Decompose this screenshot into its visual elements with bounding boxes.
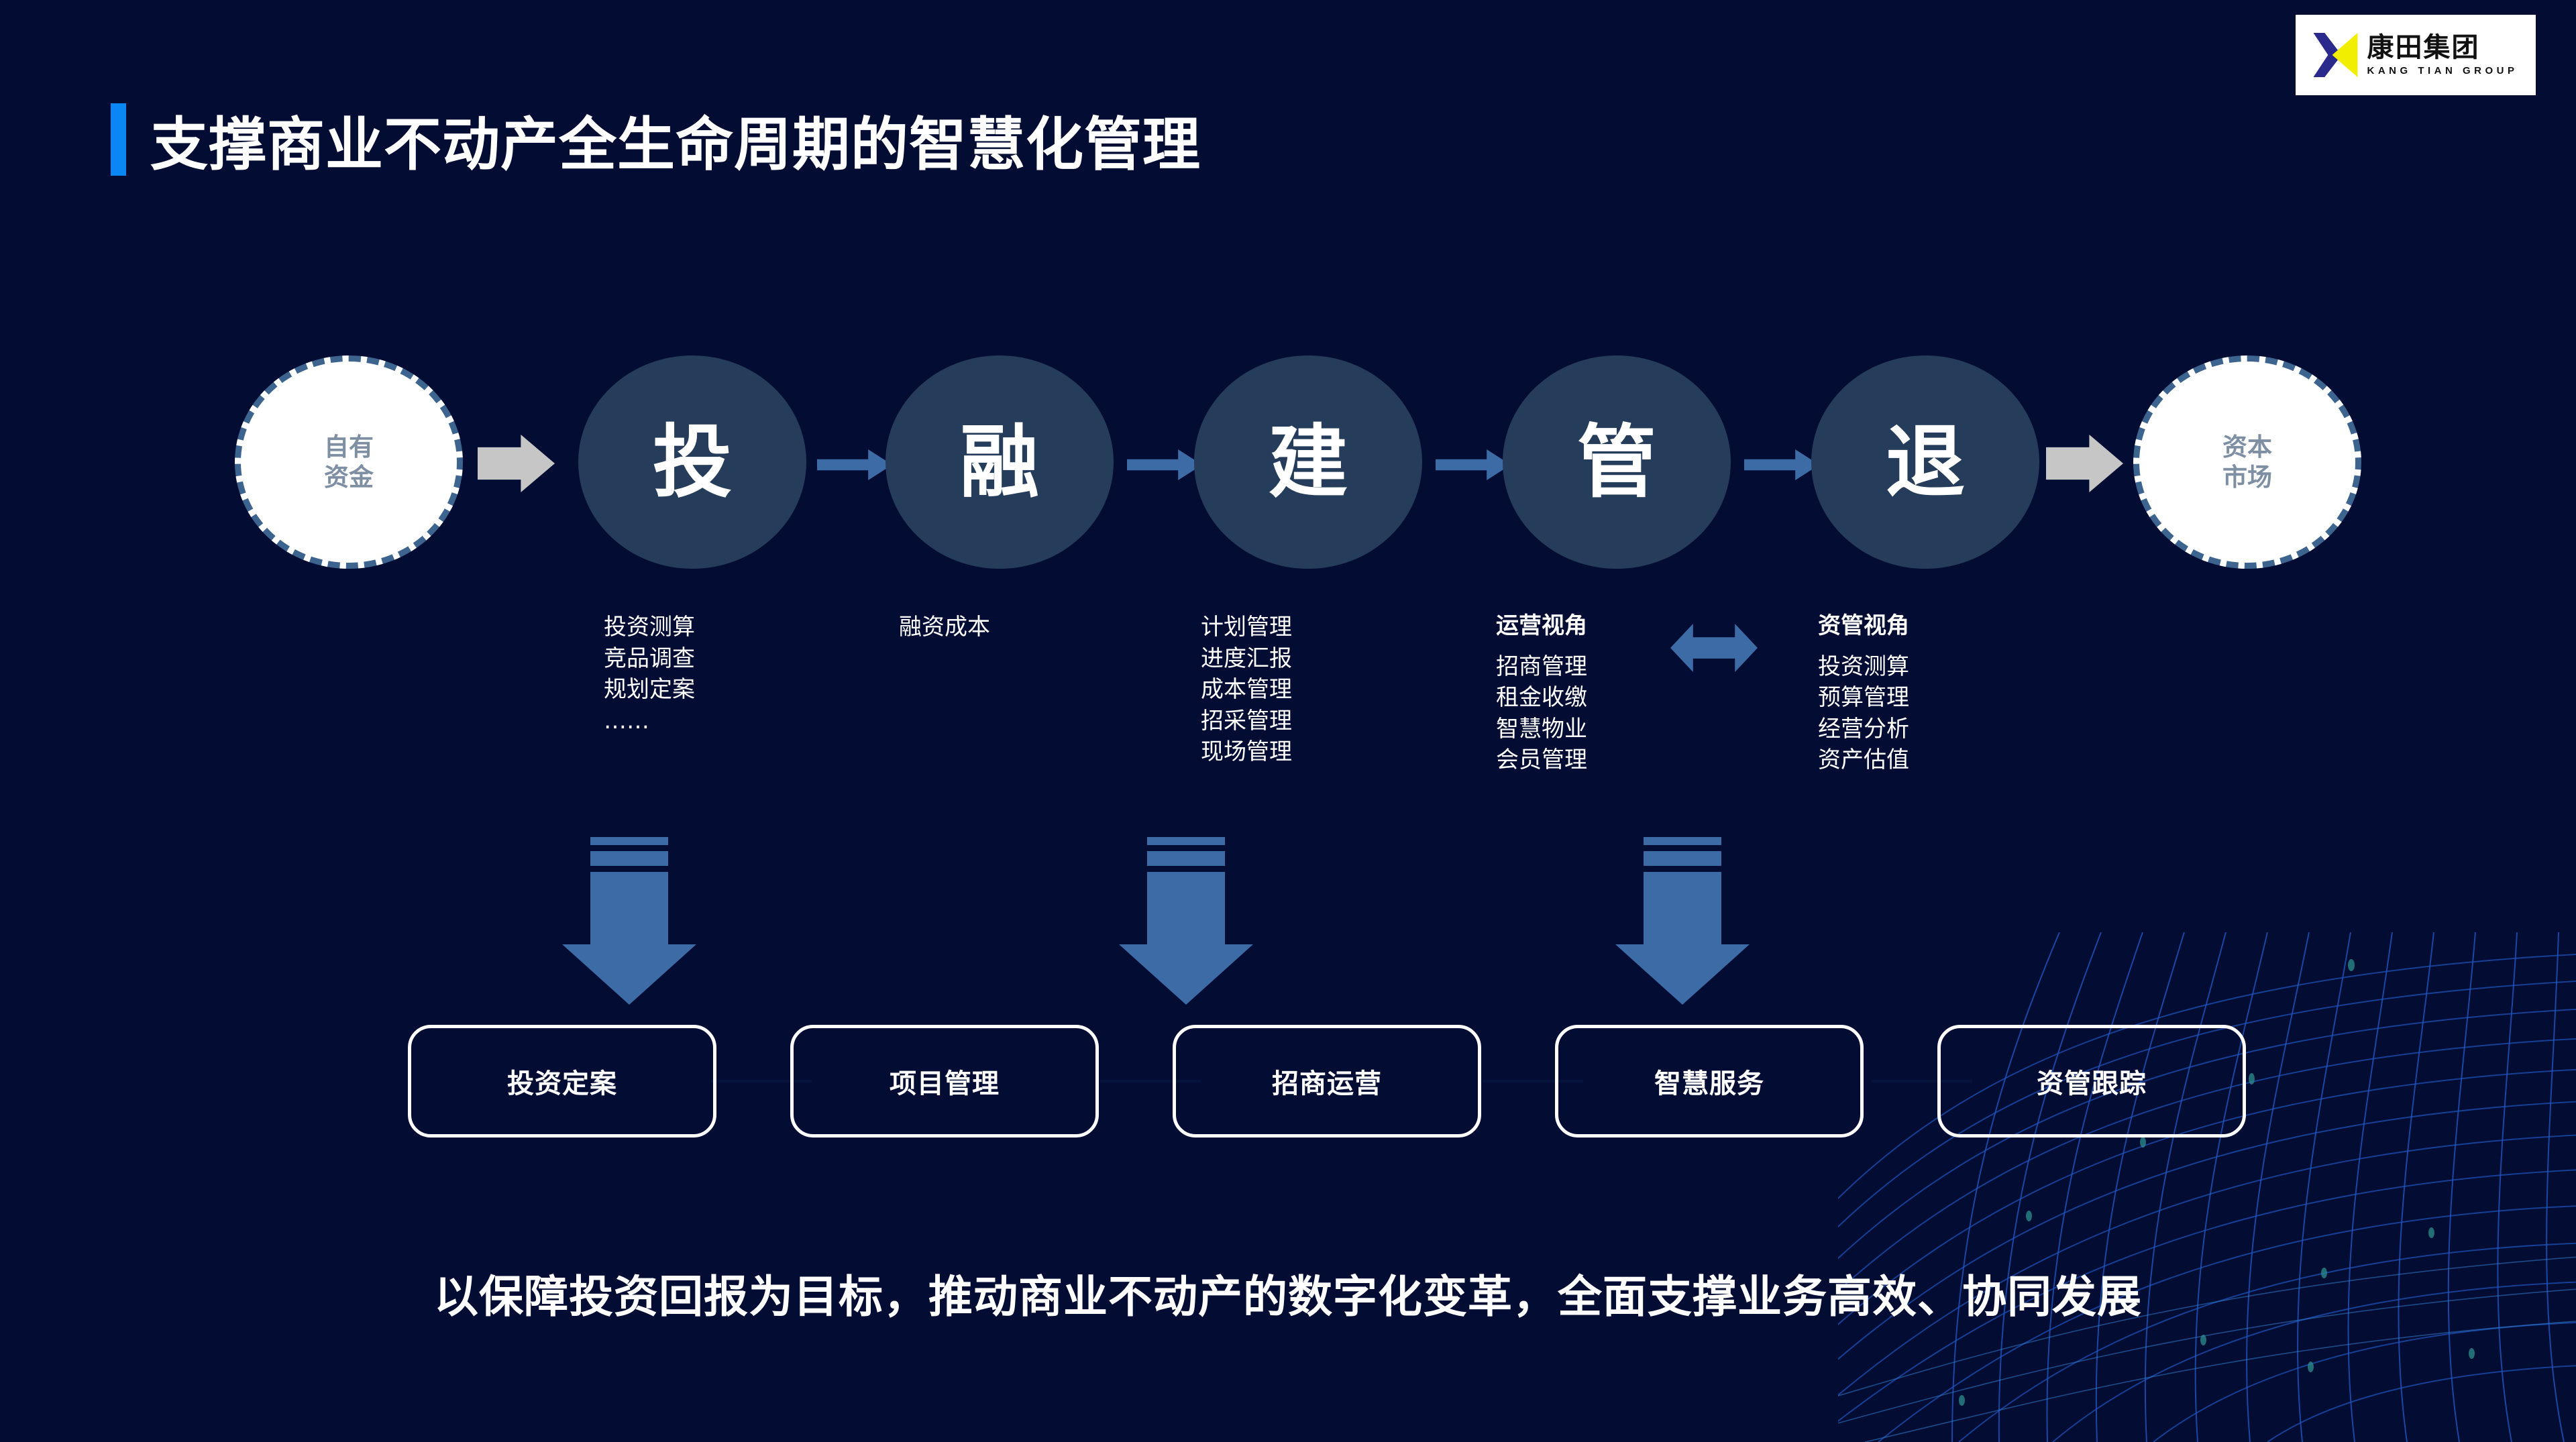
capability-box-asset-tracking[interactable]: 资管跟踪	[1937, 1025, 2246, 1138]
company-logo: 康田集团 KANG TIAN GROUP	[2296, 15, 2536, 95]
detail-item: 现场管理	[1201, 738, 1292, 766]
flow-node-capital-market[interactable]: 资本 市场	[2133, 355, 2361, 569]
capability-box-label: 智慧服务	[1654, 1068, 1764, 1099]
blue-arrow-icon-3	[1436, 449, 1511, 480]
kangtian-k-mark-icon	[2313, 33, 2358, 77]
detail-item: 经营分析	[1818, 715, 1909, 742]
detail-column-heading: 运营视角	[1496, 612, 1587, 639]
detail-column-build: 计划管理 进度汇报 成本管理 招采管理 现场管理	[1201, 612, 1292, 768]
blue-arrow-icon-2	[1127, 449, 1202, 480]
detail-item: 会员管理	[1496, 746, 1587, 774]
flow-node-exit-label: 退	[1885, 416, 1965, 508]
detail-item: 投资测算	[1818, 653, 1909, 680]
slide-tagline: 以保障投资回报为目标，推动商业不动产的数字化变革，全面支撑业务高效、协同发展	[434, 1271, 2142, 1323]
flow-node-capital-market-line2: 市场	[2222, 463, 2272, 492]
box-connector	[1872, 1080, 1972, 1083]
detail-column-finance: 融资成本	[899, 612, 990, 643]
title-accent-bar	[111, 103, 126, 176]
box-connector	[1483, 1080, 1583, 1083]
title-text: 支撑商业不动产全生命周期的智慧化管理	[150, 111, 1201, 178]
flow-node-build[interactable]: 建	[1194, 355, 1422, 569]
detail-item: 资产估值	[1818, 746, 1909, 774]
capability-boxes: 投资定案 项目管理 招商运营 智慧服务 资管跟踪	[0, 1025, 2576, 1152]
detail-item: 招商管理	[1496, 653, 1587, 680]
detail-item: 成本管理	[1201, 676, 1292, 704]
detail-column-heading: 资管视角	[1818, 612, 1909, 639]
detail-column-invest: 投资测算 竞品调查 规划定案 ……	[604, 612, 695, 736]
page-title: 支撑商业不动产全生命周期的智慧化管理	[111, 97, 1201, 181]
detail-item: 进度汇报	[1201, 645, 1292, 672]
flow-node-invest[interactable]: 投	[578, 355, 806, 569]
detail-item: 智慧物业	[1496, 715, 1587, 742]
decorative-mesh-graphic	[1838, 932, 2576, 1442]
flow-node-own-capital-line2: 资金	[324, 463, 374, 492]
detail-column-operation-view: 运营视角 招商管理 租金收缴 智慧物业 会员管理	[1496, 612, 1587, 776]
blue-arrow-icon-1	[817, 449, 892, 480]
flow-node-manage-label: 管	[1576, 416, 1656, 508]
flow-node-finance[interactable]: 融	[885, 355, 1114, 569]
flow-node-own-capital[interactable]: 自有 资金	[235, 355, 463, 569]
blue-arrow-icon-4	[1744, 449, 1819, 480]
detail-item: 规划定案	[604, 676, 695, 704]
capability-box-project-management[interactable]: 项目管理	[790, 1025, 1099, 1138]
detail-item: 计划管理	[1201, 614, 1292, 641]
capability-box-leasing-operation[interactable]: 招商运营	[1173, 1025, 1481, 1138]
flow-node-exit[interactable]: 退	[1811, 355, 2039, 569]
lifecycle-flow: 自有 资金 投 融 建 管 退 资本 市场	[0, 355, 2576, 570]
logo-name-cn: 康田集团	[2367, 32, 2480, 63]
flow-node-own-capital-line1: 自有	[324, 432, 374, 461]
capability-box-investment-decision[interactable]: 投资定案	[408, 1025, 716, 1138]
detail-column-asset-view: 资管视角 投资测算 预算管理 经营分析 资产估值	[1818, 612, 1909, 776]
detail-item: 竞品调查	[604, 645, 695, 672]
capability-box-label: 资管跟踪	[2037, 1068, 2147, 1099]
down-arrow-icon-2	[1119, 837, 1253, 1005]
flow-node-finance-label: 融	[959, 416, 1039, 508]
detail-item: 投资测算	[604, 614, 695, 641]
flow-node-capital-market-line1: 资本	[2222, 432, 2272, 461]
down-arrow-icon-3	[1615, 837, 1750, 1005]
flow-node-invest-label: 投	[652, 416, 732, 508]
gray-arrow-icon-2	[2046, 435, 2123, 492]
capability-box-label: 招商运营	[1272, 1068, 1382, 1099]
gray-arrow-icon-1	[478, 435, 555, 492]
flow-node-build-label: 建	[1268, 416, 1348, 508]
capability-box-label: 项目管理	[890, 1068, 1000, 1099]
box-connector	[711, 1080, 812, 1083]
logo-name-en: KANG TIAN GROUP	[2367, 65, 2518, 76]
detail-item-ellipsis: ……	[604, 707, 649, 734]
detail-item: 融资成本	[899, 614, 990, 641]
down-arrow-icon-1	[562, 837, 696, 1005]
flow-node-manage[interactable]: 管	[1503, 355, 1731, 569]
detail-item: 预算管理	[1818, 684, 1909, 712]
capability-box-smart-service[interactable]: 智慧服务	[1555, 1025, 1864, 1138]
capability-box-label: 投资定案	[507, 1068, 617, 1099]
bidirectional-arrow-icon	[1670, 624, 1758, 672]
detail-item: 招采管理	[1201, 707, 1292, 734]
detail-item: 租金收缴	[1496, 684, 1587, 712]
box-connector	[1100, 1080, 1201, 1083]
